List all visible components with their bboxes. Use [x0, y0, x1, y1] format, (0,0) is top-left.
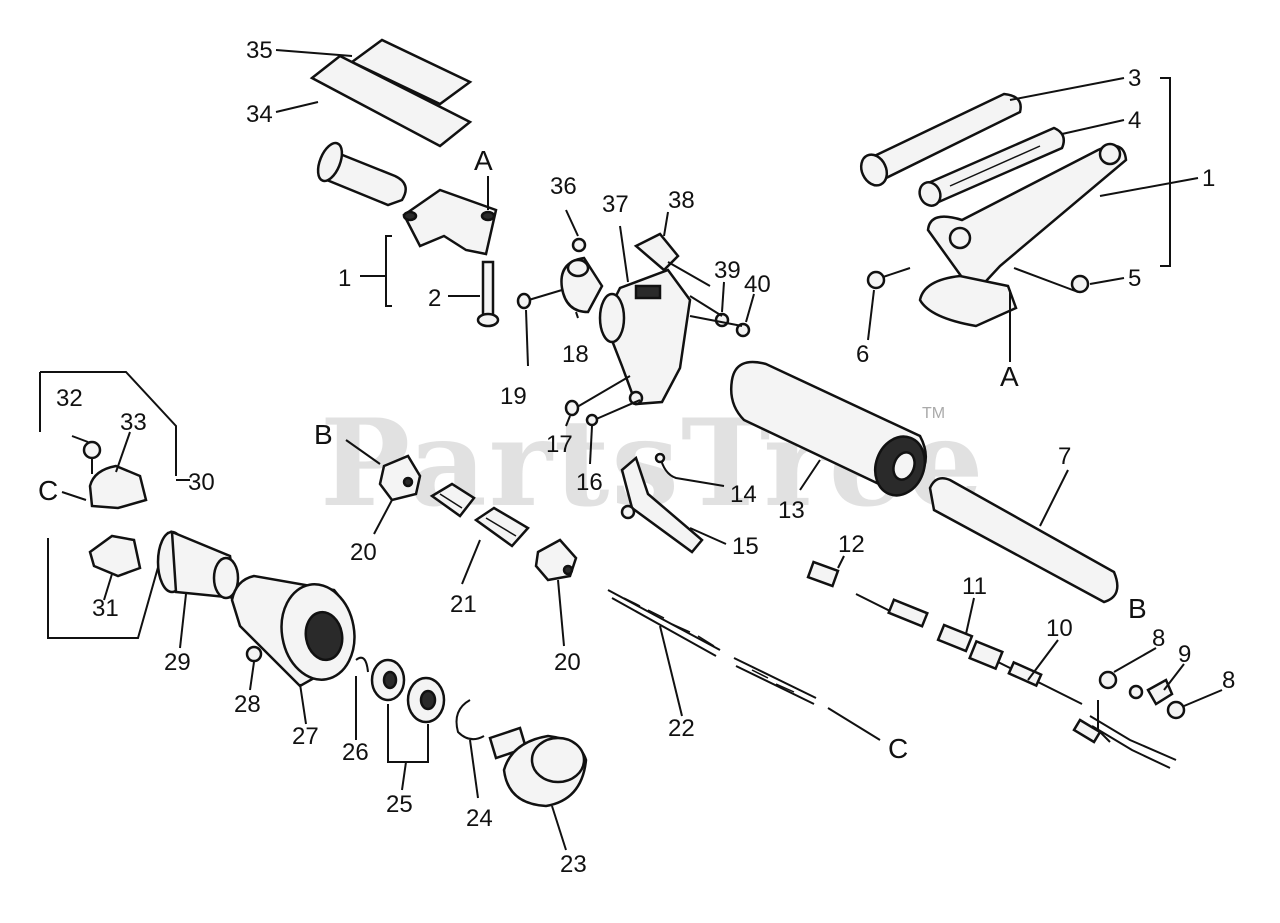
callout-7: 7 — [1058, 443, 1071, 470]
callout-32: 32 — [56, 385, 83, 412]
callout-37: 37 — [602, 191, 629, 218]
nut-40 — [735, 322, 751, 338]
label-sheet-34 — [309, 54, 473, 148]
spring-14 — [654, 452, 725, 487]
callout-8a: 8 — [1152, 625, 1165, 652]
callout-17: 17 — [546, 431, 573, 458]
ref-letter-c-right: C — [888, 733, 908, 764]
clamp-33 — [88, 464, 148, 510]
callout-24: 24 — [466, 805, 493, 832]
callout-1-left: 1 — [338, 265, 351, 292]
callout-8b: 8 — [1222, 667, 1235, 694]
circlip-26 — [355, 656, 369, 673]
connector-11 — [936, 623, 1004, 671]
callout-27: 27 — [292, 723, 319, 750]
ref-letter-a-top: A — [474, 145, 493, 176]
callout-1-right: 1 — [1202, 165, 1215, 192]
bearing-25b — [406, 676, 446, 724]
watermark-tm: TM — [922, 405, 945, 422]
drive-shaft-22 — [607, 589, 817, 705]
callout-5: 5 — [1128, 265, 1141, 292]
ref-letter-b-left: B — [314, 419, 333, 450]
callout-20b: 20 — [554, 649, 581, 676]
callout-12: 12 — [838, 531, 865, 558]
bolt-2 — [476, 260, 500, 328]
handle-grip-4 — [918, 126, 1065, 207]
coupling-20a — [378, 454, 422, 502]
grip-tube — [316, 141, 407, 207]
callout-23: 23 — [560, 851, 587, 878]
ref-letter-b-right: B — [1128, 593, 1147, 624]
spindle-23 — [488, 726, 588, 808]
tube-13 — [730, 360, 928, 497]
callout-25: 25 — [386, 791, 413, 818]
bearing-25a — [370, 658, 406, 702]
circlip-24 — [455, 699, 485, 741]
switch-38 — [633, 232, 711, 287]
callout-10: 10 — [1046, 615, 1073, 642]
cable-10 — [997, 660, 1177, 769]
callout-19: 19 — [500, 383, 527, 410]
screw-17 — [564, 375, 631, 417]
ref-letter-c-left: C — [38, 475, 58, 506]
clamp-18 — [560, 256, 604, 314]
ref-letter-a-right: A — [1000, 361, 1019, 392]
callout-16: 16 — [576, 469, 603, 496]
screw-16 — [585, 399, 641, 427]
callout-26: 26 — [342, 739, 369, 766]
callout-11: 11 — [962, 573, 987, 600]
callout-31: 31 — [92, 595, 119, 622]
callout-30: 30 — [188, 469, 215, 496]
washer-9 — [1128, 678, 1174, 706]
callout-22: 22 — [668, 715, 695, 742]
callout-33: 33 — [120, 409, 147, 436]
screw-28 — [245, 645, 263, 663]
lever-15 — [620, 455, 704, 554]
callout-29: 29 — [164, 649, 191, 676]
callout-28: 28 — [234, 691, 261, 718]
clamp-31 — [88, 534, 142, 578]
handle-grip-3 — [859, 92, 1022, 187]
callout-35: 35 — [246, 37, 273, 64]
throttle-housing-37 — [598, 268, 692, 406]
screw-32 — [82, 440, 102, 474]
screw-19 — [516, 289, 563, 310]
shaft-7 — [928, 477, 1119, 604]
bushing-21 — [429, 482, 530, 548]
nut-8a — [1098, 670, 1118, 690]
nut-5 — [1070, 274, 1090, 294]
callout-38: 38 — [668, 187, 695, 214]
coupling-20b — [534, 538, 578, 582]
callout-34: 34 — [246, 101, 273, 128]
callout-13: 13 — [778, 497, 805, 524]
callout-40: 40 — [744, 271, 771, 298]
callout-14: 14 — [730, 481, 757, 508]
handle-clamp-upper — [402, 188, 498, 256]
callout-3: 3 — [1128, 65, 1141, 92]
terminal-12 — [806, 555, 845, 588]
callout-9: 9 — [1178, 641, 1191, 668]
handle-bar-1 — [918, 142, 1128, 328]
nut-36 — [571, 237, 587, 253]
nut-8b — [1166, 700, 1186, 720]
wire-assembly — [855, 593, 929, 628]
callout-15: 15 — [732, 533, 759, 560]
callout-36: 36 — [550, 173, 577, 200]
housing-29 — [156, 530, 240, 600]
gear-case-27 — [230, 574, 356, 688]
callout-4: 4 — [1128, 107, 1141, 134]
callout-20a: 20 — [350, 539, 377, 566]
callout-39: 39 — [714, 257, 741, 284]
callout-18: 18 — [562, 341, 589, 368]
callout-21: 21 — [450, 591, 477, 618]
callout-2: 2 — [428, 285, 441, 312]
bolt-6 — [866, 267, 911, 290]
callout-6: 6 — [856, 341, 869, 368]
label-sheet-35 — [349, 38, 473, 106]
